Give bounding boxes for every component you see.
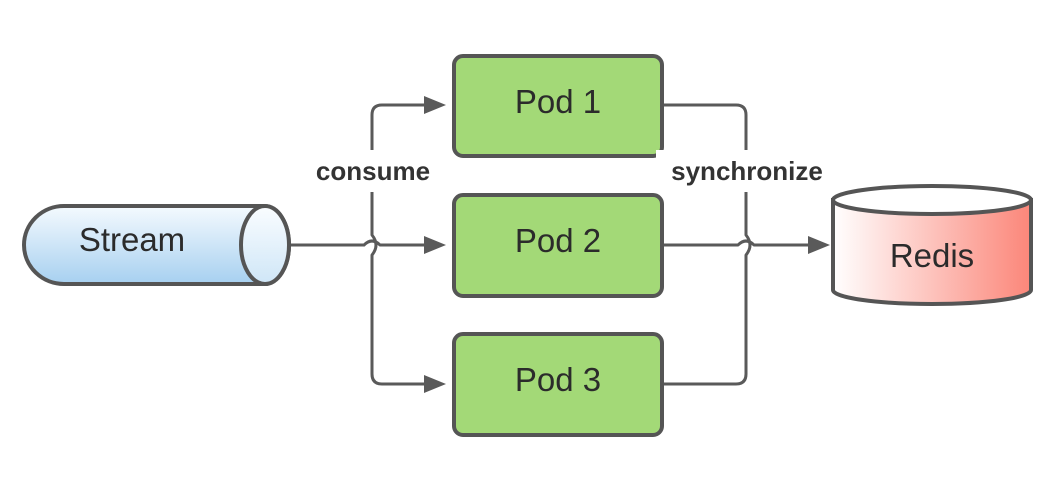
stream-label: Stream: [79, 221, 185, 258]
redis-label: Redis: [890, 237, 974, 274]
pod-2-node: Pod 2: [452, 193, 664, 298]
stream-node: Stream: [22, 204, 291, 286]
consume-connector: [288, 96, 446, 393]
pod-3-node: Pod 3: [452, 332, 664, 437]
pod-3-label: Pod 3: [515, 361, 601, 398]
synchronize-connector: [660, 103, 830, 386]
pod-1-label: Pod 1: [515, 83, 601, 120]
consume-label: consume: [316, 156, 430, 186]
pod-1-node: Pod 1: [452, 54, 664, 158]
pod-2-label: Pod 2: [515, 222, 601, 259]
synchronize-label: synchronize: [671, 156, 823, 186]
redis-node: Redis: [831, 184, 1033, 306]
